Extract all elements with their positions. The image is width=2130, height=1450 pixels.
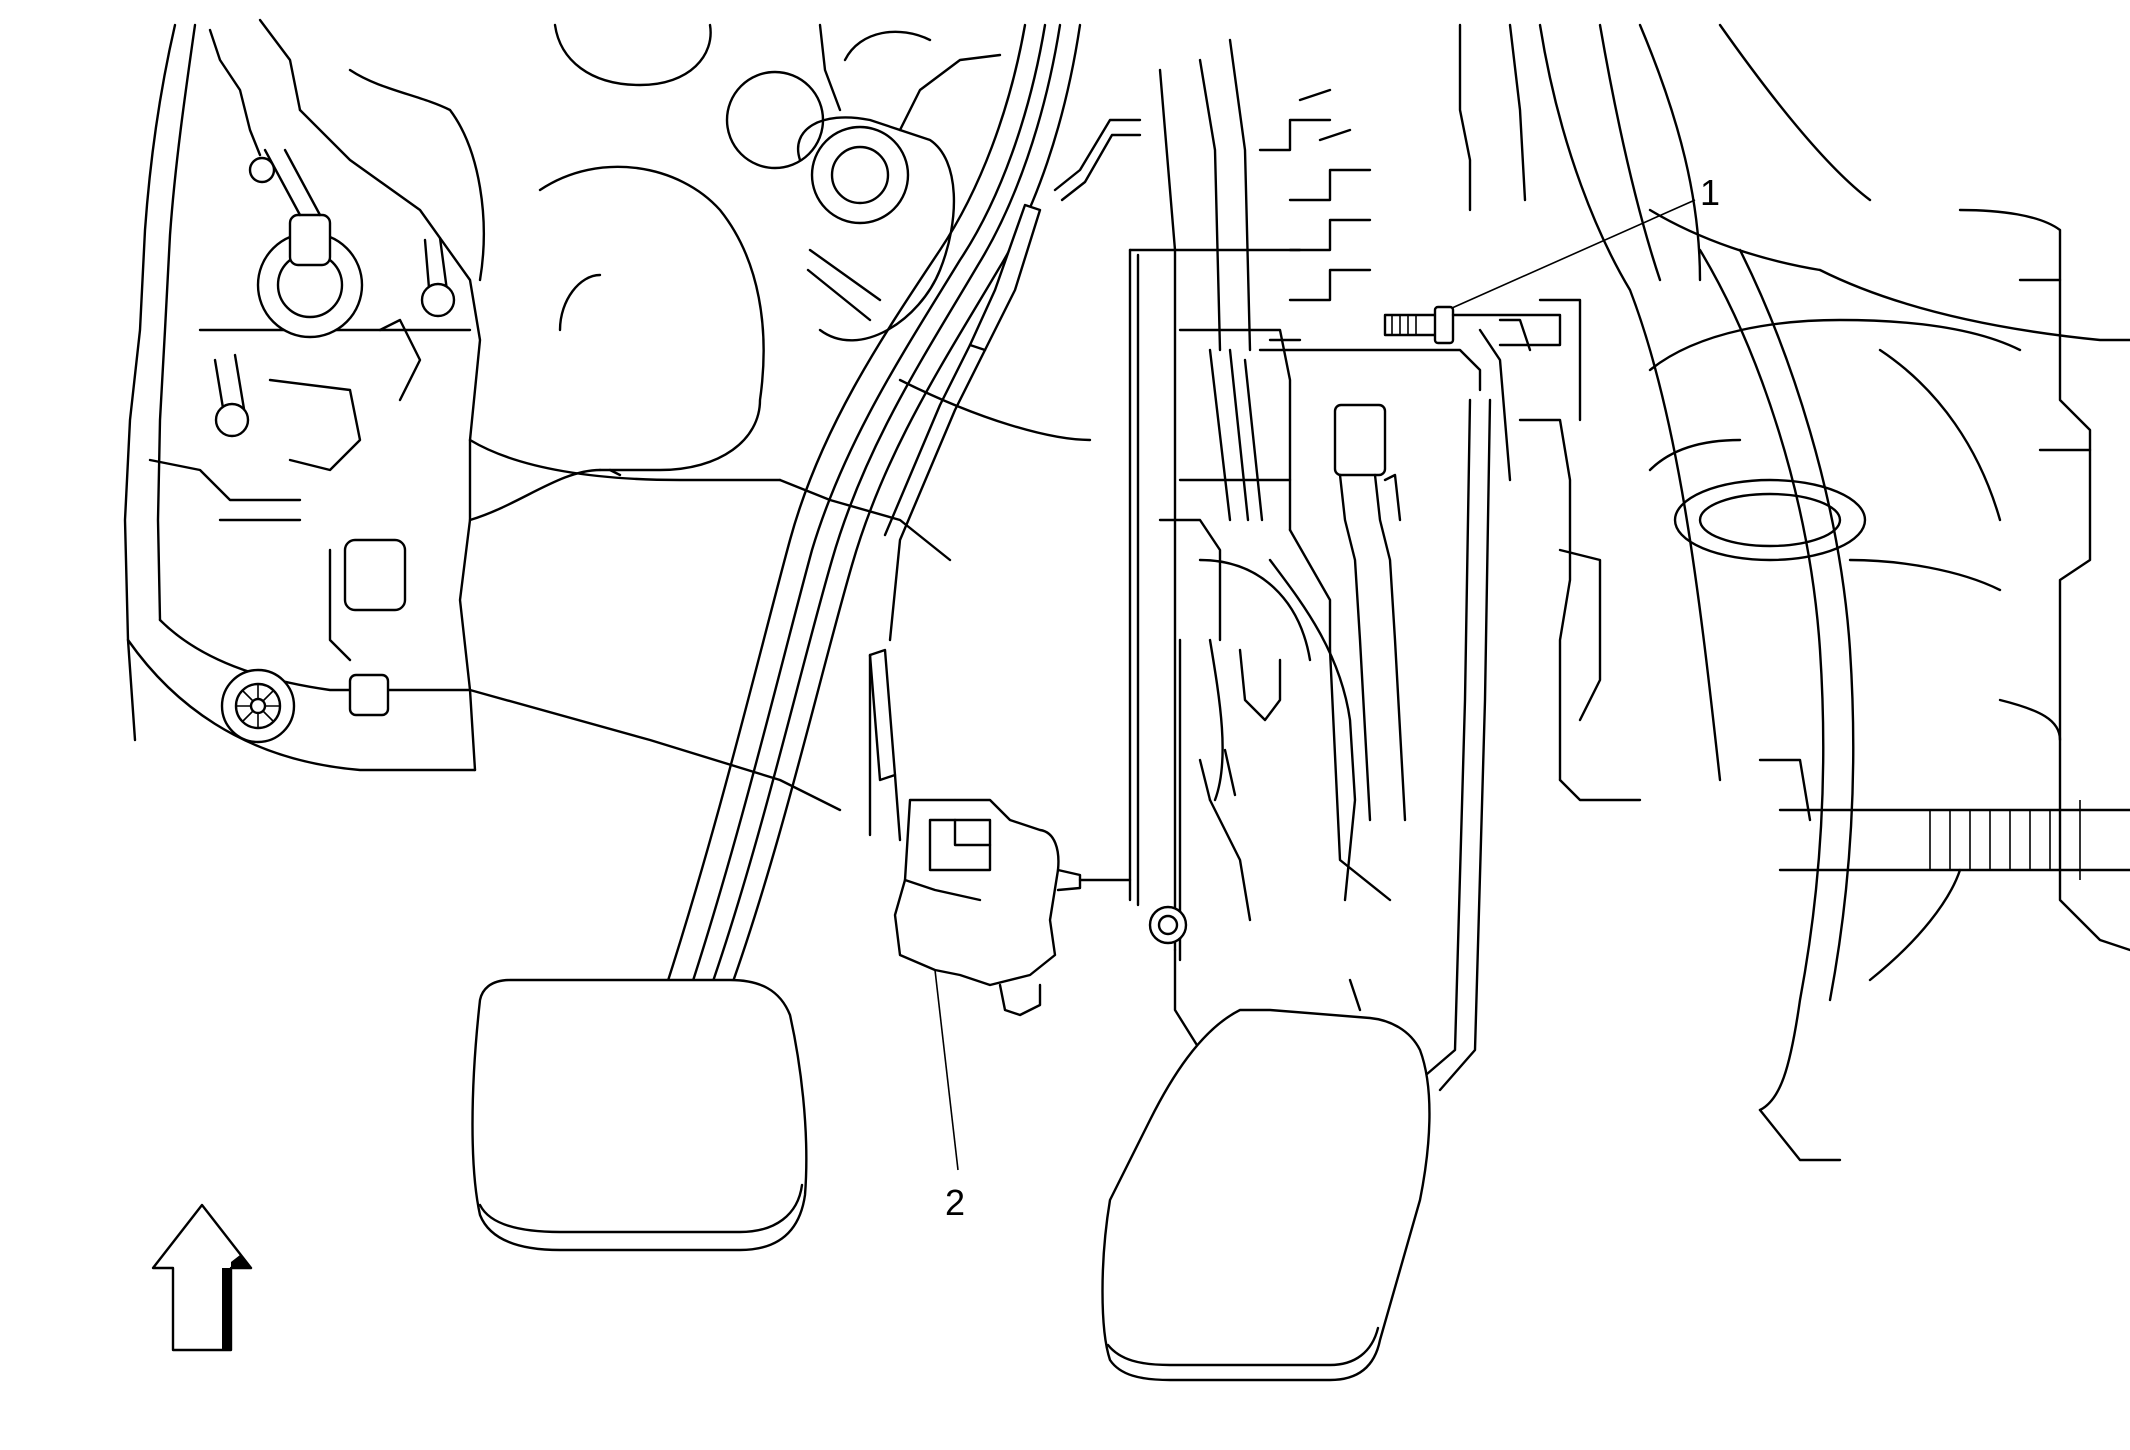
center-brake-booster: [797, 53, 1002, 342]
steering-column-area: [1458, 23, 2130, 1162]
pedal-support-bracket: [1128, 38, 1492, 1092]
callout-1-label: 1: [1700, 172, 1720, 213]
left-bracket-assembly: [123, 18, 485, 772]
accelerator-pedal-pad: [1101, 978, 1431, 1382]
up-arrow-icon: [151, 1203, 253, 1352]
callout-2-label: 2: [945, 1182, 965, 1223]
clutch-pedal-pad: [471, 978, 808, 1252]
position-sensor-linkage: [868, 118, 1142, 842]
dash-panel-outline: [468, 23, 1092, 812]
clutch-pedal-arm: [663, 23, 1082, 992]
mounting-bolt: [1258, 305, 1562, 392]
pedal-position-sensor: [893, 798, 1132, 1017]
callout-1: 1: [1451, 172, 1720, 309]
callout-2: 2: [934, 969, 965, 1223]
